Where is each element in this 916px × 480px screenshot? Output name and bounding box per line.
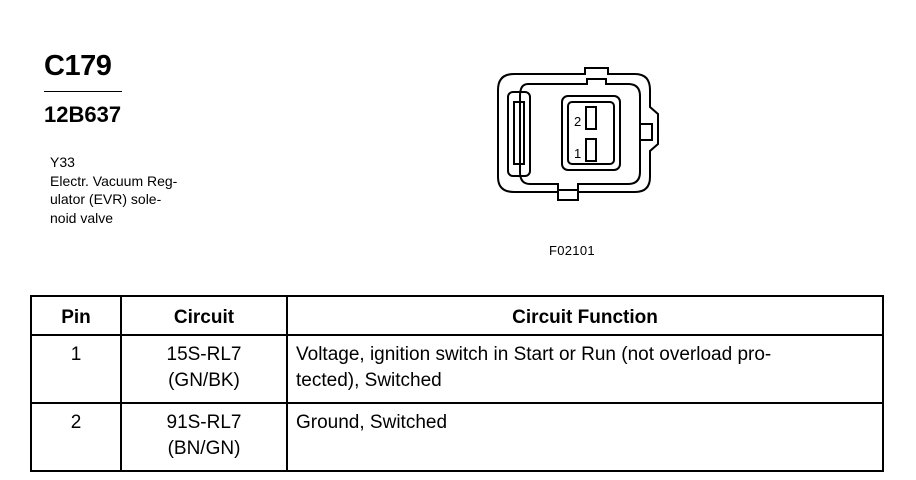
function-cell: Ground, Switched xyxy=(286,402,884,472)
table-row: 2 91S-RL7 (BN/GN) Ground, Switched xyxy=(30,402,884,472)
circuit-color: (BN/GN) xyxy=(167,438,241,459)
function-line: Ground, Switched xyxy=(296,412,448,433)
title-underline xyxy=(44,91,122,92)
pin-cell: 1 xyxy=(30,334,122,404)
table-row: 1 15S-RL7 (GN/BK) Voltage, ignition swit… xyxy=(30,334,884,404)
description-line: ulator (EVR) sole- xyxy=(50,191,162,207)
pinout-table: Pin Circuit Circuit Function 1 15S-RL7 (… xyxy=(30,295,884,472)
circuit-cell: 15S-RL7 (GN/BK) xyxy=(120,334,288,404)
pin-1-label: 1 xyxy=(574,146,581,161)
header-pin: Pin xyxy=(30,295,122,336)
circuit-code: 15S-RL7 xyxy=(166,344,242,365)
pin-2-cavity xyxy=(585,106,597,130)
connector-face-diagram: 2 1 xyxy=(497,67,659,201)
circuit-code: 91S-RL7 xyxy=(166,412,242,433)
function-cell: Voltage, ignition switch in Start or Run… xyxy=(286,334,884,404)
header-circuit: Circuit xyxy=(120,295,288,336)
pin-cell: 2 xyxy=(30,402,122,472)
header-circuit-function: Circuit Function xyxy=(286,295,884,336)
pin-2-label: 2 xyxy=(574,114,581,129)
connector-id: C179 xyxy=(44,50,112,82)
part-number: 12B637 xyxy=(44,102,122,127)
circuit-cell: 91S-RL7 (BN/GN) xyxy=(120,402,288,472)
function-line: Voltage, ignition switch in Start or Run… xyxy=(296,344,772,365)
description-line: Electr. Vacuum Reg- xyxy=(50,172,178,189)
description-line: noid valve xyxy=(50,209,114,226)
connector-description: Y33 Electr. Vacuum Reg- ulator (EVR) sol… xyxy=(50,153,177,227)
description-line: Y33 xyxy=(50,154,75,170)
pin-1-cavity xyxy=(585,138,597,162)
function-line: tected), Switched xyxy=(296,370,442,391)
table-header-row: Pin Circuit Circuit Function xyxy=(30,295,884,336)
circuit-color: (GN/BK) xyxy=(168,370,240,391)
figure-id: F02101 xyxy=(549,243,595,258)
